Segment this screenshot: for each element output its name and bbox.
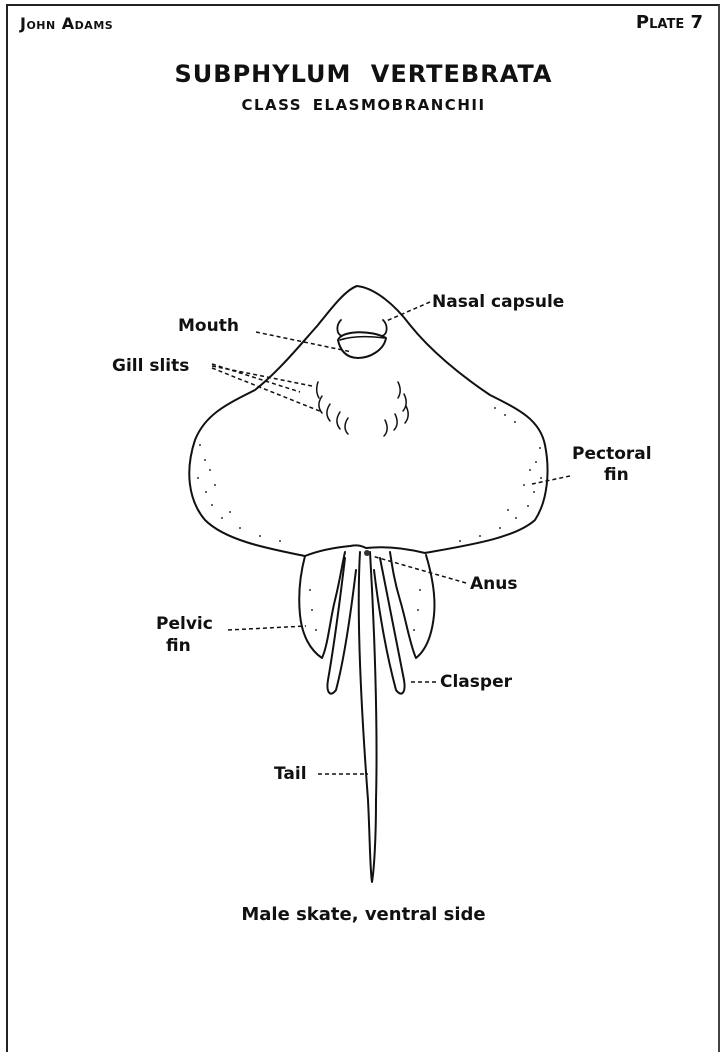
fin-stippling [197, 407, 542, 631]
label-pelvic-fin-1: Pelvic [156, 614, 213, 634]
leader-pelvic-fin [228, 626, 306, 630]
label-clasper: Clasper [440, 672, 512, 692]
leader-pectoral-fin [532, 476, 570, 484]
label-pelvic-fin-2: fin [166, 636, 191, 656]
leader-gill-slits-c [212, 364, 300, 392]
label-nasal-capsule: Nasal capsule [432, 292, 564, 312]
label-anus: Anus [470, 574, 517, 594]
leader-anus [372, 556, 466, 583]
tail [359, 552, 377, 882]
label-gill-slits: Gill slits [112, 356, 189, 376]
label-tail: Tail [274, 764, 307, 784]
label-mouth: Mouth [178, 316, 239, 336]
body-outline [189, 286, 547, 556]
label-pectoral-fin-2: fin [604, 465, 629, 485]
label-pectoral-fin-1: Pectoral [572, 444, 652, 464]
right-clasper [374, 558, 405, 694]
figure-caption: Male skate, ventral side [0, 904, 727, 925]
leader-gill-slits-b [212, 368, 322, 412]
left-clasper [327, 558, 356, 694]
